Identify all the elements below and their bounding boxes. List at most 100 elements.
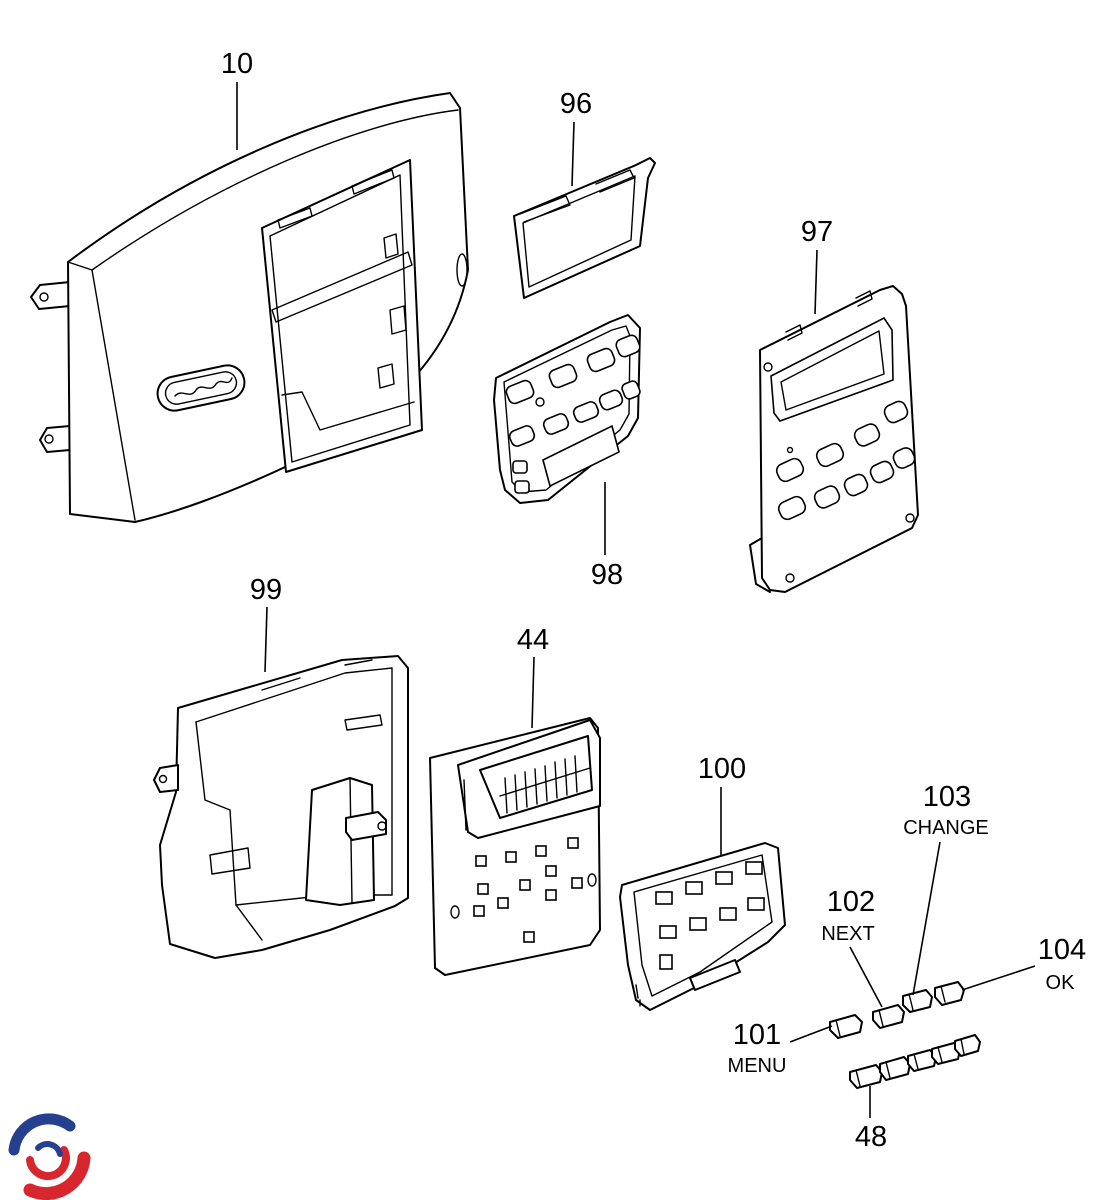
part-48-cap — [954, 1034, 981, 1057]
callout-96: 96 — [560, 88, 592, 120]
part-10-tab-hole-upper — [39, 292, 49, 302]
part-44-component — [535, 845, 547, 857]
part-98-key — [621, 380, 641, 400]
part-10-top-edge — [91, 109, 459, 271]
part-97-top-clip-b — [855, 290, 873, 307]
part-97-top-clip-a — [785, 324, 803, 341]
part-101-cap-edge — [835, 1019, 841, 1037]
part-10-side-edge — [91, 269, 136, 521]
part-98-key — [615, 334, 641, 358]
callout-97: 97 — [801, 216, 833, 248]
part-96-window-panel — [513, 157, 656, 299]
part-10-post-a — [383, 233, 399, 259]
part-100-latch — [689, 959, 741, 991]
part-100-pin — [635, 984, 641, 1007]
part-44-component — [519, 879, 531, 891]
callout-101-caption: MENU — [728, 1055, 787, 1077]
leader-line-97 — [814, 249, 818, 315]
part-97-button — [777, 495, 807, 521]
part-99-left-wall — [195, 721, 263, 941]
part-44-component — [571, 877, 583, 889]
brand-logo — [8, 1113, 91, 1200]
part-99-mount-post-edge — [349, 777, 353, 904]
part-44-component — [523, 931, 535, 943]
part-100-switch — [745, 861, 763, 875]
part-97-screw-hole — [763, 362, 773, 372]
part-44-hole — [450, 905, 460, 919]
leader-line-102 — [849, 946, 883, 1008]
part-103-cap — [902, 989, 933, 1013]
part-101-cap — [829, 1014, 863, 1039]
callout-48: 48 — [855, 1121, 887, 1153]
part-100-inner — [633, 854, 773, 997]
part-44-component — [475, 855, 487, 867]
callout-103: 103 — [923, 781, 971, 813]
part-97-button — [813, 485, 841, 509]
part-99-inner-wall — [195, 667, 393, 896]
part-97-button — [869, 460, 895, 484]
part-98-display-window — [542, 424, 620, 488]
part-10-shelf-slot-a — [277, 207, 313, 229]
callout-104: 104 — [1038, 934, 1086, 966]
part-99-rib-top — [261, 659, 373, 691]
part-102-cap-edge — [878, 1009, 884, 1027]
logo-blue-swirl — [35, 1141, 63, 1157]
part-98-dot — [535, 397, 545, 407]
leader-line-104 — [961, 965, 1036, 991]
part-103-change-button — [902, 989, 933, 1013]
part-96-top-lip — [519, 195, 571, 223]
callout-98: 98 — [591, 559, 623, 591]
part-96-outline — [513, 157, 656, 299]
part-98-key — [572, 401, 600, 423]
part-44-component — [505, 851, 517, 863]
part-97-screw-hole — [785, 573, 795, 583]
part-10-shelf-slot-b — [351, 169, 395, 195]
callout-104-caption: OK — [1046, 972, 1076, 994]
part-44-hole — [587, 873, 597, 887]
part-104-cap — [934, 981, 965, 1006]
part-102-cap — [872, 1004, 905, 1029]
part-99-boss-hole — [377, 821, 387, 831]
part-97-display-window — [780, 330, 885, 411]
part-44-component — [497, 897, 509, 909]
part-100-switch — [715, 871, 733, 885]
part-100-button-holder — [619, 842, 786, 1011]
part-98-key — [598, 389, 624, 411]
part-98-key — [548, 363, 578, 389]
part-97-display-frame — [770, 316, 894, 422]
part-10-post-b — [389, 305, 407, 335]
callout-10: 10 — [221, 48, 253, 80]
part-48-cap-edges — [855, 1038, 965, 1087]
part-10-side-face — [67, 261, 93, 271]
part-97-button — [853, 423, 881, 447]
callout-103-caption: CHANGE — [903, 817, 989, 839]
part-102-next-button — [872, 1004, 905, 1029]
part-97-front-bezel — [749, 285, 919, 593]
part-97-outline — [759, 285, 919, 593]
part-100-switch — [685, 881, 703, 895]
part-100-switch — [655, 891, 673, 905]
part-10-front-cover — [30, 92, 469, 523]
part-97-button — [892, 447, 916, 469]
part-99-mount-post — [305, 777, 375, 906]
part-98-key — [586, 347, 616, 373]
part-97-button — [843, 473, 869, 497]
part-98-keypad-membrane — [493, 314, 641, 504]
leader-line-99 — [264, 606, 268, 673]
part-10-post-c — [377, 363, 395, 389]
part-97-indicator-dot — [786, 446, 794, 454]
leader-line-44 — [531, 656, 535, 729]
part-10-window-inner — [269, 174, 411, 463]
part-10-tab-hole-lower — [44, 434, 54, 444]
logo-red-arc — [23, 1151, 91, 1200]
part-104-ok-button — [934, 981, 965, 1006]
logo-blue-arc — [8, 1113, 76, 1156]
callout-101: 101 — [733, 1019, 781, 1051]
part-48-cap — [879, 1056, 911, 1081]
part-103-cap-edge — [908, 993, 914, 1011]
part-101-menu-button — [829, 1014, 863, 1039]
callout-102: 102 — [827, 886, 875, 918]
leader-lines — [236, 82, 1036, 1118]
part-97-button — [815, 442, 845, 468]
part-44-component — [545, 865, 557, 877]
